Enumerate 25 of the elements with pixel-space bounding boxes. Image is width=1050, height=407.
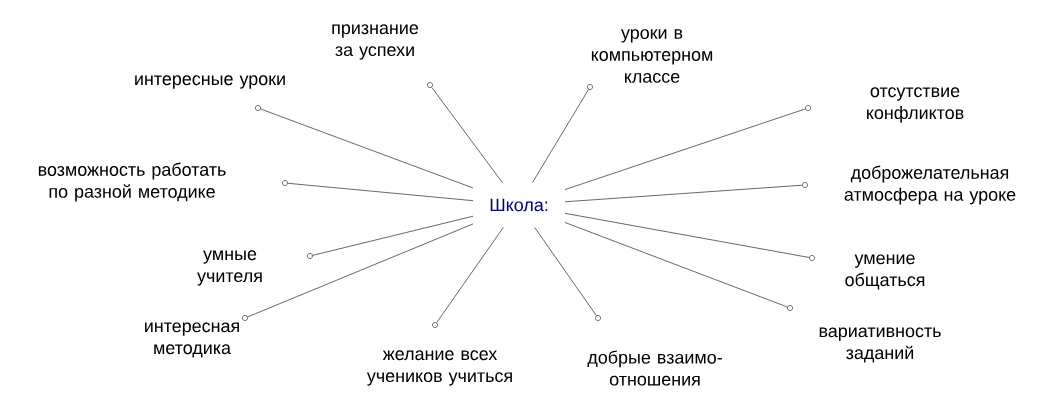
connector-line	[532, 89, 589, 183]
idea-label: возможность работать по разной методике	[38, 162, 226, 202]
idea-label: отсутствие конфликтов	[867, 87, 964, 123]
connector-line	[431, 86, 503, 183]
connector-line	[312, 215, 474, 256]
idea-label: добрые взаимо- отношения	[587, 350, 722, 386]
idea-label: вариативность заданий	[819, 327, 941, 363]
connector-line	[564, 212, 810, 258]
idea-label: признание за успехи	[332, 24, 419, 60]
connector-line	[564, 222, 788, 308]
connector-line	[534, 227, 597, 316]
idea-label: умение общаться	[845, 254, 925, 290]
connector-line	[564, 184, 803, 203]
connector-line	[564, 108, 806, 190]
connector-line	[260, 108, 474, 189]
idea-label: интересная методика	[145, 322, 239, 358]
idea-label: желание всех учеников учиться	[366, 350, 512, 386]
idea-label: интересные уроки	[135, 75, 285, 89]
connector-line	[287, 182, 474, 202]
idea-label: уроки в компьютерном классе	[591, 29, 713, 83]
idea-label: умные учителя	[197, 250, 262, 286]
connector-line	[247, 223, 474, 318]
connector-line	[436, 227, 504, 323]
idea-label: доброжелательная атмосфера на уроке	[844, 165, 1016, 205]
topic-label: Школа:	[490, 198, 548, 212]
